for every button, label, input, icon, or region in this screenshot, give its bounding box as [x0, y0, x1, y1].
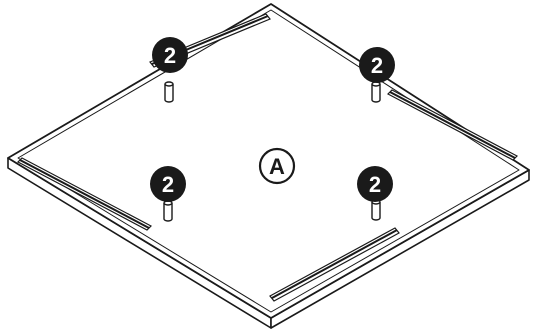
callout-label: 2: [164, 43, 176, 68]
callout-badge: 2: [357, 166, 393, 202]
groove-top-right: [387, 89, 518, 161]
callout-badge: 2: [152, 37, 188, 73]
dowel-pin: [371, 81, 381, 103]
groove-bottom-right: [269, 227, 400, 302]
callout-label: 2: [369, 172, 381, 197]
callout-badge: 2: [150, 166, 186, 202]
callout-label: 2: [371, 53, 383, 78]
groove-bottom-left: [17, 157, 152, 231]
dowel-pin: [371, 199, 381, 221]
dowel-pin: [163, 200, 173, 222]
part-label: A: [269, 154, 285, 179]
part-identifier: A: [258, 147, 296, 185]
dowel-pin: [164, 81, 174, 103]
callout-badge: 2: [359, 47, 395, 83]
callout-label: 2: [162, 172, 174, 197]
